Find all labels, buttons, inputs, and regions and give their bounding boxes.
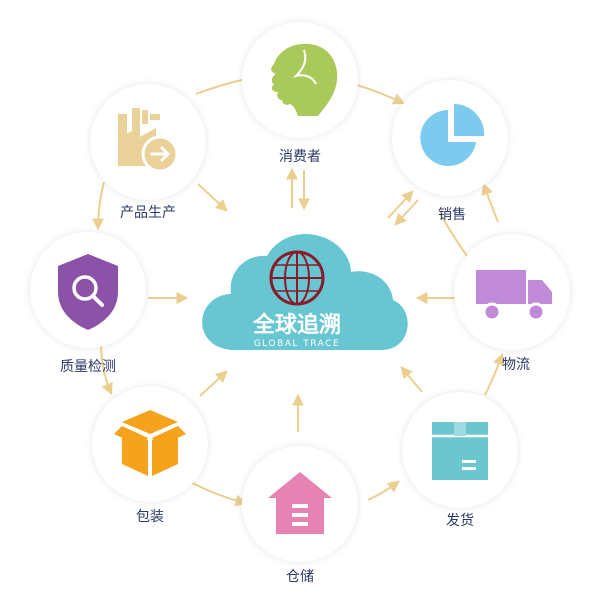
consumer-label: 消费者: [279, 149, 321, 165]
spoke-arrow-up: [387, 190, 414, 219]
production-label: 产品生产: [120, 205, 176, 221]
consumer-node[interactable]: [242, 22, 358, 138]
warehouse-icon: [268, 472, 332, 534]
ring-segment: [484, 352, 505, 396]
logistics-node[interactable]: [454, 234, 570, 350]
center-subtitle: GLOBAL TRACE: [254, 339, 340, 349]
spoke-arrow: [400, 366, 423, 393]
factory-icon: [118, 108, 179, 173]
shipping-node[interactable]: [402, 392, 518, 508]
logistics-label: 物流: [502, 357, 530, 373]
ring-segment: [367, 480, 400, 501]
ring-segment: [191, 482, 248, 507]
production-node[interactable]: [90, 84, 206, 200]
sales-label: 销售: [438, 207, 466, 223]
truck-icon: [476, 270, 552, 322]
shipping-label: 发货: [446, 513, 474, 529]
cloud-icon: 全球追溯 GLOBAL TRACE: [202, 234, 408, 350]
center-cloud: 全球追溯 GLOBAL TRACE: [195, 228, 415, 358]
warehouse-label: 仓储: [286, 569, 314, 585]
sales-node[interactable]: [392, 80, 508, 196]
open-box-icon: [114, 410, 186, 476]
packaging-node[interactable]: [92, 386, 208, 502]
ring-segment: [100, 342, 113, 396]
spoke-arrow: [197, 183, 228, 212]
spoke-arrow-down: [394, 199, 419, 226]
ring-segment: [356, 84, 406, 105]
pie-chart-icon: [420, 103, 485, 166]
center-title: 全球追溯: [252, 312, 341, 338]
warehouse-node[interactable]: [242, 446, 358, 562]
packaging-label: 包装: [136, 509, 164, 525]
spoke-arrow: [199, 370, 228, 397]
ring-segment: [195, 79, 243, 95]
ring-segment: [92, 181, 105, 231]
shield-search-icon: [58, 254, 118, 330]
ring-segment: [481, 182, 499, 223]
inspection-label: 质量检测: [60, 359, 116, 375]
globe-logo-icon: [269, 250, 325, 306]
consumer-head-icon: [271, 43, 338, 116]
parcel-box-icon: [432, 422, 488, 480]
inspection-node[interactable]: [30, 232, 146, 348]
